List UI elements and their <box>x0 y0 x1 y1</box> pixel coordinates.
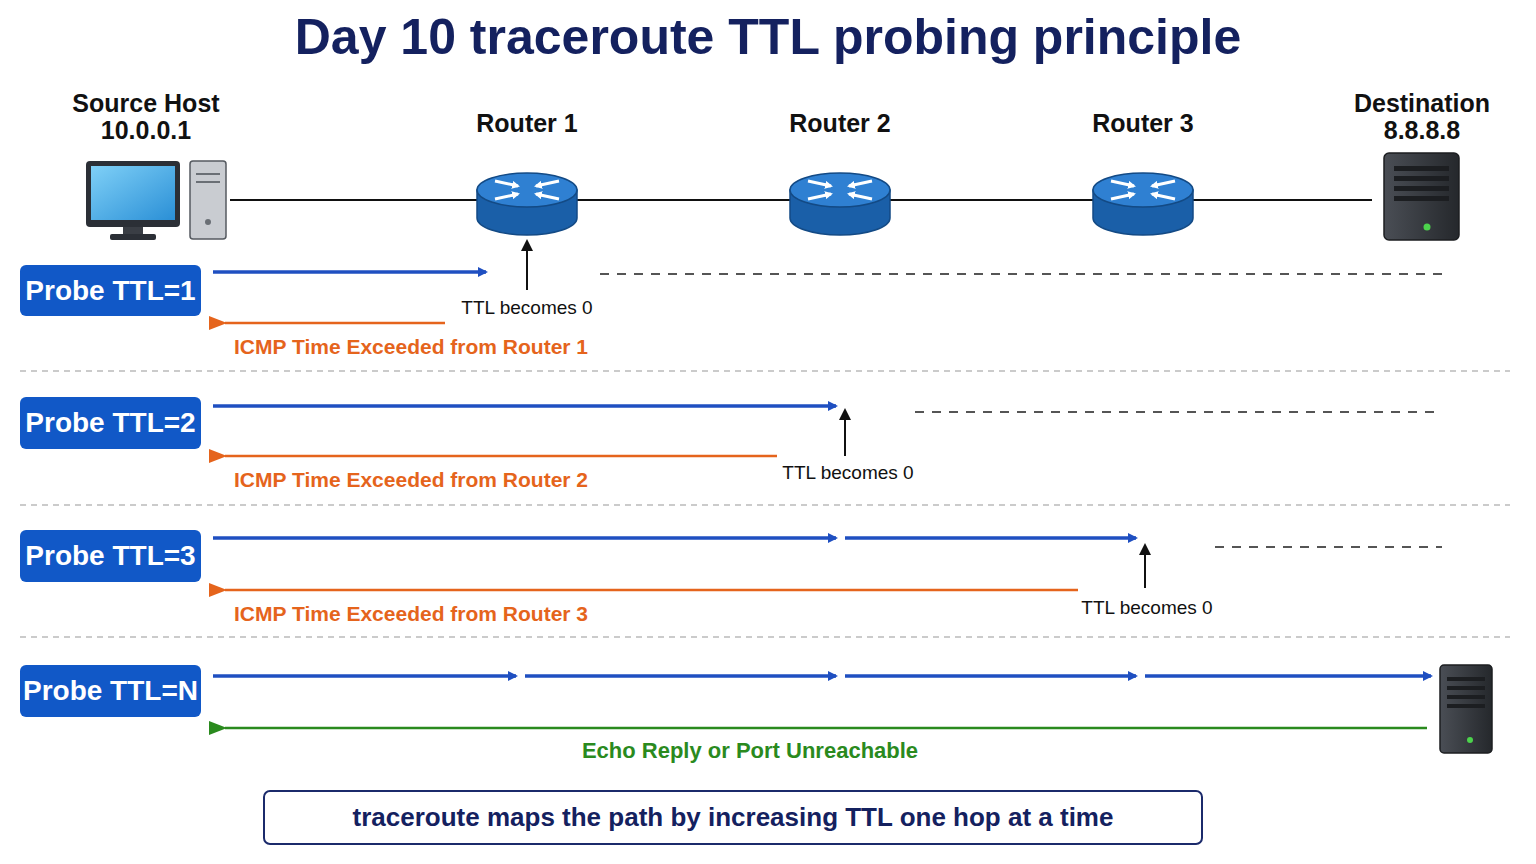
node-label: 8.8.8.8 <box>1384 117 1460 144</box>
node-label: Probe TTL=N <box>23 675 198 707</box>
icmp-label: ICMP Time Exceeded from Router 2 <box>234 468 588 492</box>
node-label: 10.0.0.1 <box>101 117 191 144</box>
probe-box: Probe TTL=N <box>20 665 201 717</box>
node-label: Router 2 <box>789 110 890 137</box>
computer-symbol <box>86 161 226 240</box>
server-symbol <box>1440 665 1492 753</box>
row-separator <box>20 370 1510 372</box>
probe-row-2 <box>213 406 1442 456</box>
reply-label: Echo Reply or Port Unreachable <box>582 738 918 764</box>
caption-text: traceroute maps the path by increasing T… <box>353 802 1114 833</box>
node-label: Probe TTL=3 <box>25 540 195 572</box>
node-label: Destination <box>1354 90 1490 117</box>
connector-line <box>890 199 1093 201</box>
probe-row-1 <box>213 241 1442 323</box>
probe-box: Probe TTL=3 <box>20 530 201 582</box>
router-node: Router 3 <box>1093 110 1193 238</box>
row-separator <box>20 504 1510 506</box>
node-label: Probe TTL=1 <box>25 275 195 307</box>
icmp-label: ICMP Time Exceeded from Router 3 <box>234 602 588 626</box>
probe-row-3 <box>213 538 1442 590</box>
destination-node: Destination8.8.8.8 <box>1372 90 1472 240</box>
connector-line <box>1193 199 1372 201</box>
ttl-note: TTL becomes 0 <box>1081 597 1212 619</box>
router-symbol <box>1093 173 1193 235</box>
host-node: Source Host10.0.0.1 <box>62 90 230 240</box>
router-symbol <box>790 173 890 235</box>
node-label: Probe TTL=2 <box>25 407 195 439</box>
ttl-note: TTL becomes 0 <box>782 462 913 484</box>
ttl-note: TTL becomes 0 <box>461 297 592 319</box>
node-label: Router 1 <box>476 110 577 137</box>
connector-line <box>230 199 477 201</box>
node-label: Source Host <box>72 90 219 117</box>
router-symbol <box>477 173 577 235</box>
router-node: Router 1 <box>477 110 577 238</box>
probe-box: Probe TTL=1 <box>20 265 201 316</box>
node-label: Router 3 <box>1092 110 1193 137</box>
connector-line <box>577 199 790 201</box>
server-symbol <box>1384 153 1459 240</box>
router-node: Router 2 <box>790 110 890 238</box>
probe-box: Probe TTL=2 <box>20 397 201 449</box>
caption-box: traceroute maps the path by increasing T… <box>263 790 1203 845</box>
title: Day 10 traceroute TTL probing principle <box>0 8 1536 66</box>
icmp-label: ICMP Time Exceeded from Router 1 <box>234 335 588 359</box>
row-separator <box>20 636 1510 638</box>
